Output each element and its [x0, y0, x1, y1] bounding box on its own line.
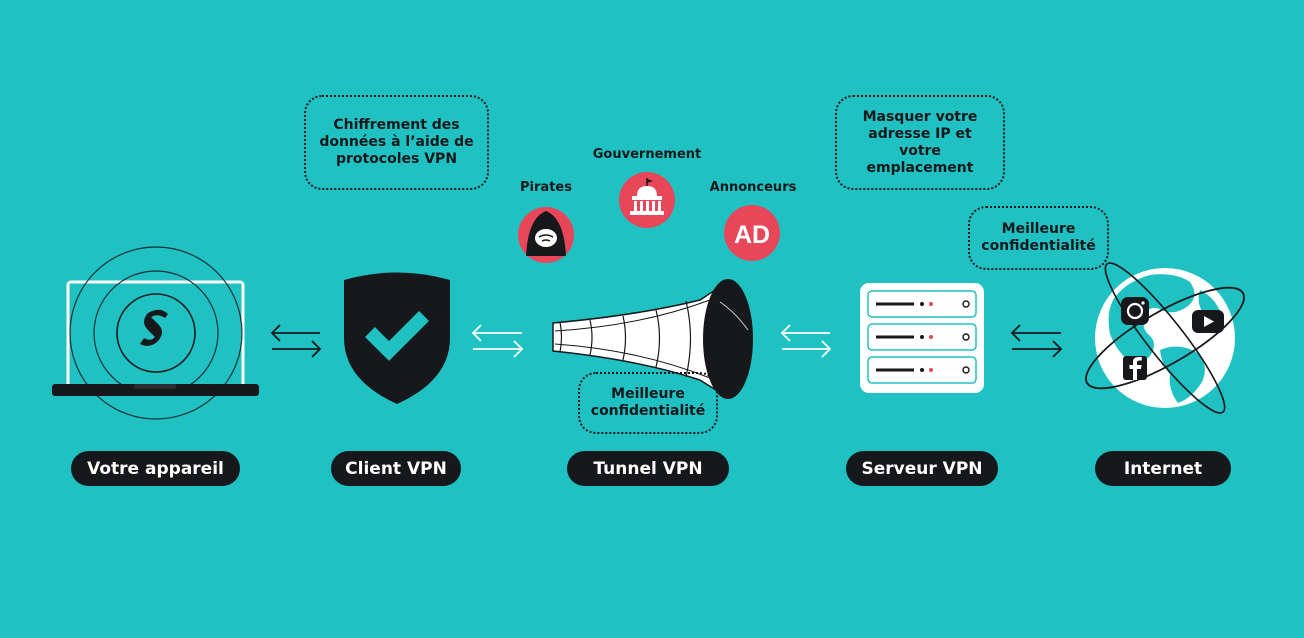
stage-tunnel-label: Tunnel VPN — [567, 451, 729, 486]
stage-internet-label: Internet — [1095, 451, 1231, 486]
instagram-icon — [1121, 297, 1149, 325]
bidirectional-arrows-icon — [270, 324, 322, 358]
advertisers-badge-icon: AD — [724, 205, 780, 261]
bidirectional-arrows-icon — [1010, 324, 1063, 358]
privacy-internet-bubble: Meilleure confidentialité — [968, 206, 1109, 270]
surfshark-logo-icon — [140, 309, 168, 346]
stage-client-label: Client VPN — [331, 451, 461, 486]
bidirectional-arrows-icon — [471, 324, 524, 358]
stage-server-label: Serveur VPN — [846, 451, 998, 486]
server-icon — [860, 283, 984, 393]
threat-label-government: Gouvernement — [592, 147, 702, 162]
facebook-icon — [1123, 356, 1147, 380]
stage-device-label: Votre appareil — [71, 451, 240, 486]
shield-check-icon — [344, 272, 450, 404]
threat-label-advertisers: Annonceurs — [709, 180, 797, 195]
encryption-bubble: Chiffrement des données à l’aide de prot… — [304, 95, 489, 190]
threat-label-pirates: Pirates — [520, 180, 572, 195]
globe-icon — [1085, 262, 1245, 414]
ad-badge-text: AD — [734, 221, 770, 249]
privacy-tunnel-bubble: Meilleure confidentialité — [578, 372, 718, 434]
hacker-icon — [518, 207, 574, 263]
youtube-icon — [1192, 310, 1224, 333]
bidirectional-arrows-icon — [780, 324, 832, 358]
government-building-icon — [619, 172, 675, 228]
mask-ip-bubble: Masquer votre adresse IP et votre emplac… — [835, 95, 1005, 190]
tunnel-funnel-icon — [552, 279, 753, 399]
